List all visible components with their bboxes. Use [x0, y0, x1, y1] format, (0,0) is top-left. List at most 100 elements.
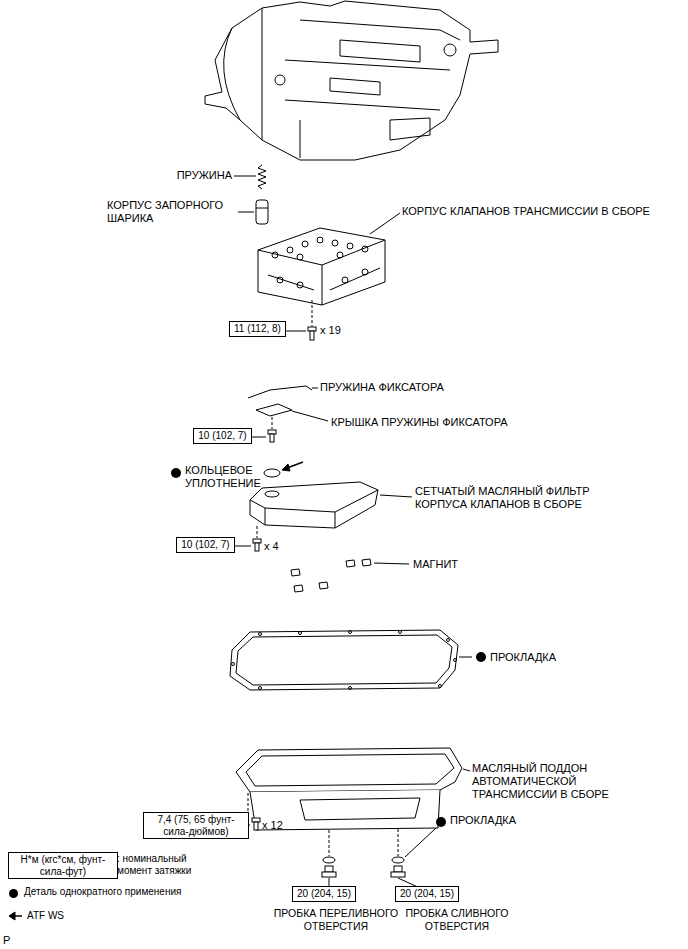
oil-strainer	[265, 508, 266, 525]
pan-gasket	[232, 663, 235, 666]
drain-plugs	[436, 817, 446, 827]
pan-gasket	[454, 659, 457, 662]
torque-value: Н*м (кгс*см, фунт-сила-фут)	[13, 854, 113, 877]
oil-strainer	[380, 495, 412, 497]
magnet	[291, 569, 300, 576]
torque-value: 7,4 (75, 65 фунт-сила-дюймов)	[148, 814, 244, 837]
oil-strainer	[255, 543, 259, 551]
atf-ws-symbol	[9, 912, 22, 920]
pan-gasket	[230, 630, 486, 690]
torque-value: 10 (102, 7)	[181, 539, 229, 551]
valve-body	[317, 237, 323, 243]
detent-spring	[248, 386, 312, 398]
legend-text: : номинальный момент затяжки	[117, 853, 212, 877]
part-name: МАСЛЯНЫЙ ПОДДОН АВТОМАТИЧЕСКОЙ ТРАНСМИСС…	[472, 762, 627, 802]
pan-gasket	[439, 685, 442, 688]
valve-body-bolt	[310, 331, 314, 340]
part-name: КОРПУС КЛАПАНОВ ТРАНСМИССИИ В СБОРЕ	[402, 205, 650, 218]
detent-spring-cover	[270, 434, 274, 442]
detent-spring-cover	[268, 430, 276, 434]
valve-body	[370, 213, 400, 234]
part-name: ПРОКЛАДКА	[450, 814, 516, 827]
oil-strainer	[250, 482, 378, 528]
part-name: ПРУЖИНА ФИКСАТОРА	[320, 381, 444, 394]
oil-strainer	[253, 539, 261, 543]
transmission-case	[300, 120, 301, 158]
transmission-case	[340, 40, 420, 62]
part-name: КРЫШКА ПРУЖИНЫ ФИКСАТОРА	[331, 416, 508, 429]
magnet	[362, 559, 371, 566]
quantity: x 12	[262, 819, 283, 832]
oil-pan	[252, 818, 260, 822]
drain-plugs	[398, 829, 399, 856]
atf-ws-symbol	[9, 912, 15, 920]
transmission-case	[275, 75, 285, 85]
pan-gasket	[349, 631, 352, 634]
valve-body	[332, 240, 338, 246]
quantity: x 19	[320, 324, 341, 337]
valve-body-bolt	[312, 300, 313, 326]
part-name: СЕТЧАТЫЙ МАСЛЯНЫЙ ФИЛЬТР КОРПУСА КЛАПАНО…	[415, 485, 620, 511]
transmission-case	[285, 60, 450, 70]
check-ball-spring	[234, 176, 256, 177]
torque-value: 11 (112, 8)	[234, 323, 281, 335]
transmission-case	[262, 8, 263, 140]
drain-plugs	[323, 857, 335, 863]
check-ball-spring	[234, 165, 266, 189]
pan-gasket	[476, 652, 486, 662]
transmission-case	[285, 100, 440, 110]
valve-body	[322, 265, 323, 305]
magnet	[291, 559, 409, 592]
magnet	[374, 563, 409, 564]
detent-spring-cover	[272, 417, 273, 429]
quantity: x 4	[264, 540, 279, 553]
valve-body	[268, 275, 314, 290]
oil-pan	[220, 748, 470, 830]
part-name: ПРОБКА СЛИВНОГО ОТВЕРСТИЯ	[403, 907, 511, 932]
detent-spring	[312, 388, 318, 389]
part-name: МАГНИТ	[413, 558, 458, 571]
valve-body	[272, 252, 278, 258]
drain-plugs	[322, 872, 336, 877]
drain-plugs	[392, 857, 404, 863]
transmission-case	[205, 1, 498, 160]
torque-value: 10 (102, 7)	[198, 430, 246, 442]
oil-pan	[246, 754, 454, 786]
torque-value: 20 (204, 15)	[400, 888, 454, 900]
transmission-case	[205, 1, 498, 160]
pan-gasket	[236, 635, 452, 685]
magnet	[319, 582, 328, 589]
drain-plugs	[322, 817, 446, 888]
legend-text: Деталь однократного применения	[24, 886, 181, 898]
oil-pan	[236, 748, 462, 792]
oil-strainer	[265, 491, 279, 497]
torque-spec-box: 20 (204, 15)	[395, 886, 459, 902]
legend-sample-box: Н*м (кгс*см, фунт-сила-фут)	[8, 852, 118, 879]
pan-gasket	[349, 687, 352, 690]
transmission-case	[444, 44, 456, 56]
check-ball-body	[256, 200, 268, 224]
detent-spring-cover	[240, 404, 328, 442]
pan-gasket	[399, 631, 402, 634]
valve-body	[258, 213, 400, 305]
magnet	[346, 560, 355, 567]
oil-strainer	[250, 490, 378, 512]
part-name: ПРОБКА ПЕРЕЛИВНОГО ОТВЕРСТИЯ	[269, 907, 403, 932]
torque-spec-box: 7,4 (75, 65 фунт-сила-дюймов)	[143, 812, 249, 839]
oil-pan	[463, 769, 470, 771]
part-name: ПРОКЛАДКА	[490, 651, 556, 664]
oil-strainer	[335, 512, 336, 528]
figure-code: P	[3, 934, 10, 947]
torque-spec-box: 20 (204, 15)	[292, 886, 356, 902]
pan-gasket	[259, 687, 262, 690]
valve-body	[362, 246, 368, 252]
valve-body	[302, 241, 308, 247]
valve-body	[347, 243, 353, 249]
part-name: ПРУЖИНА	[177, 169, 232, 182]
torque-spec-box: 10 (102, 7)	[193, 428, 252, 444]
drain-plugs	[394, 866, 402, 872]
oil-strainer	[225, 482, 412, 551]
part-name: КОЛЬЦЕВОЕ УПЛОТНЕНИЕ	[185, 464, 267, 490]
